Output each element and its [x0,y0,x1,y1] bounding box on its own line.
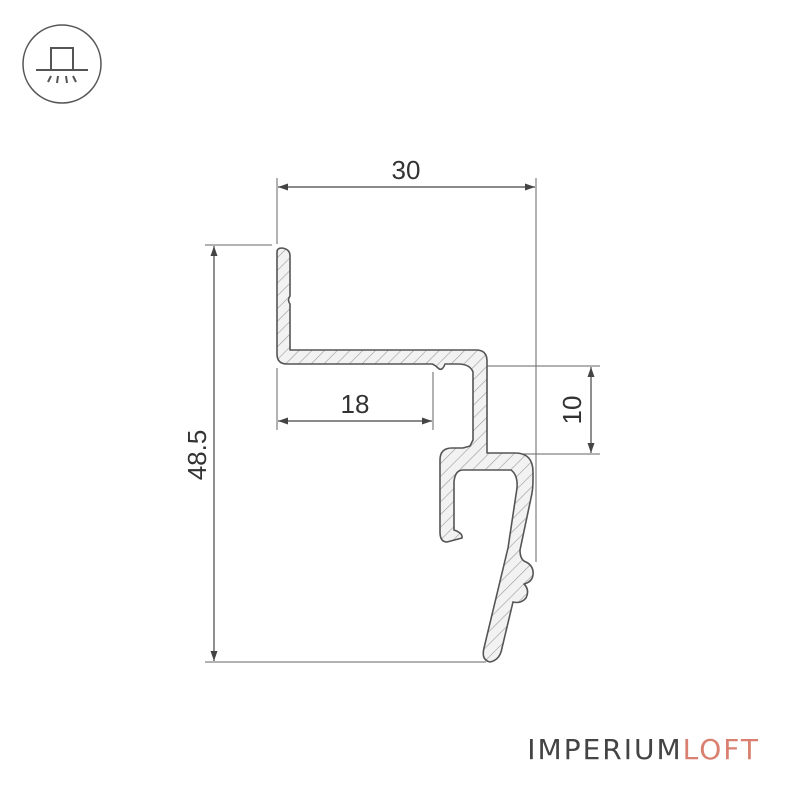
ceiling-light-icon [22,24,102,104]
dimension-width-total: 30 [392,155,421,185]
dimension-lines [210,183,595,661]
extension-lines [205,178,600,663]
brand-logo-main: IMPERIUM [527,733,683,766]
profile-cross-section [276,247,534,663]
dimension-step-height: 10 [557,396,587,425]
dimension-height-total: 48.5 [182,430,212,481]
dimension-inner-width: 18 [341,389,370,419]
brand-logo-accent: LOFT [682,733,760,766]
brand-logo: IMPERIUMLOFT [527,733,760,766]
